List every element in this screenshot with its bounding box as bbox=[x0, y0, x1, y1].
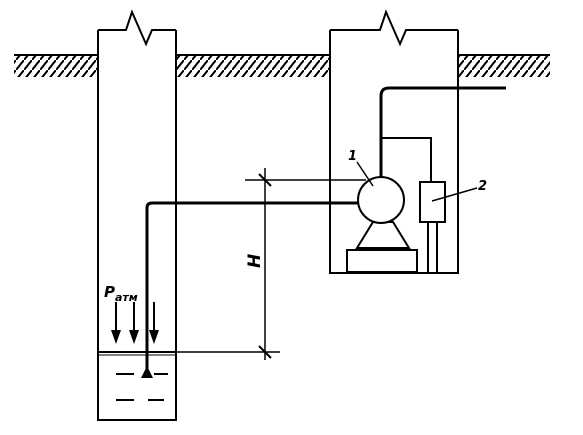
discharge-pipe bbox=[379, 86, 506, 178]
well-break-line bbox=[98, 9, 176, 47]
pump-number-label: 1 bbox=[348, 149, 357, 164]
height-label: H bbox=[245, 254, 265, 268]
pressure-label: Pатм bbox=[104, 283, 138, 304]
pump bbox=[346, 176, 418, 273]
foot-valve bbox=[141, 366, 153, 378]
device-number-label: 2 bbox=[478, 179, 487, 194]
device-leader bbox=[431, 187, 478, 202]
well-shaft bbox=[97, 9, 177, 421]
suction-pipe bbox=[141, 201, 360, 378]
atmospheric-pressure-arrows bbox=[111, 302, 159, 344]
height-dimension bbox=[176, 168, 366, 360]
water-body bbox=[98, 351, 176, 401]
ground-surface bbox=[14, 54, 550, 77]
control-device bbox=[381, 137, 446, 273]
house-break-line bbox=[330, 9, 458, 47]
pump-leader bbox=[356, 161, 374, 187]
